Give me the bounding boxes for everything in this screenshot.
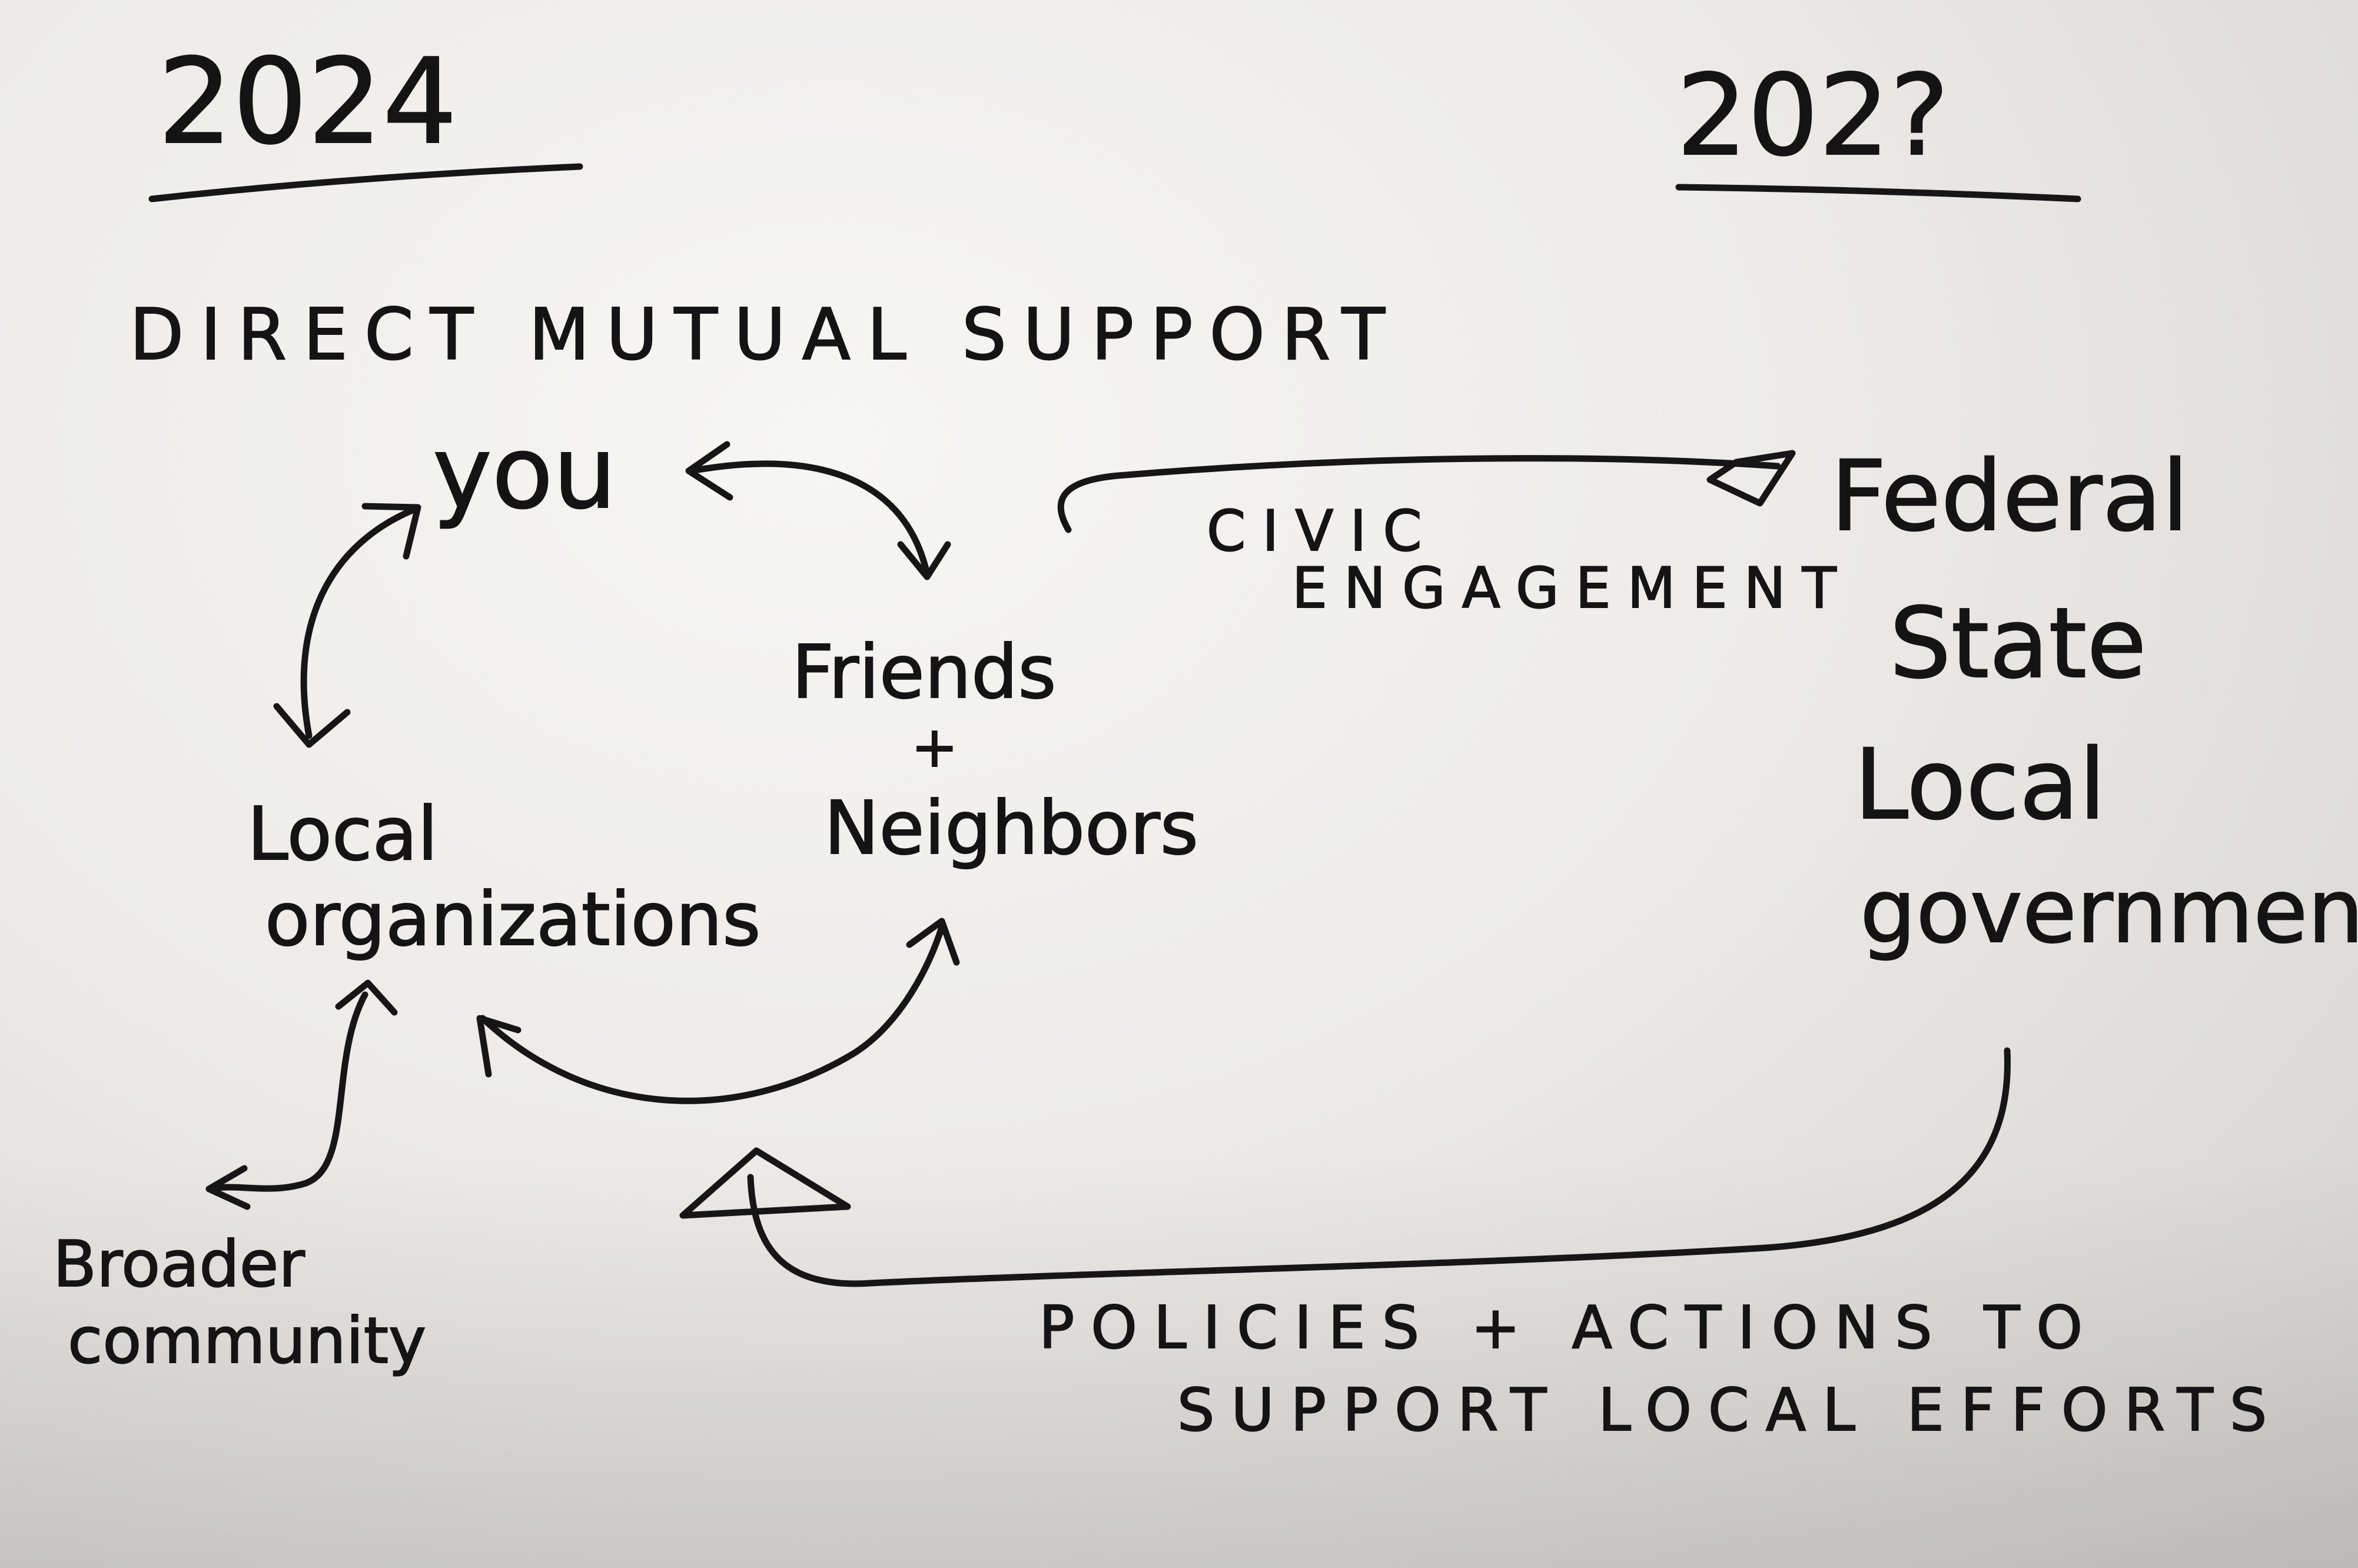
node-local-line1: Local <box>247 792 438 877</box>
arrow-orgs-broader <box>205 979 398 1210</box>
paper-shadow <box>0 1156 2358 1568</box>
node-neighbors: Neighbors <box>824 786 1198 871</box>
arrow-government-to-local <box>679 1047 2011 1287</box>
node-plus: + <box>911 715 958 780</box>
underline-2024 <box>148 163 583 202</box>
edge-label-policies: POLICIES + ACTIONS TO <box>1039 1293 2099 1362</box>
edge-label-support-local: SUPPORT LOCAL EFFORTS <box>1177 1376 2283 1444</box>
node-broader-line1: Broader <box>53 1228 305 1301</box>
node-community-line2: community <box>68 1304 426 1378</box>
node-you: you <box>433 415 616 531</box>
arrow-you-friends <box>685 441 951 580</box>
node-government: government <box>1860 861 2358 963</box>
arrow-you-local-orgs <box>273 503 421 748</box>
section-title: DIRECT MUTUAL SUPPORT <box>129 294 1401 376</box>
node-friends: Friends <box>792 630 1057 715</box>
edge-label-engagement: ENGAGEMENT <box>1292 556 1853 621</box>
arrow-orgs-neighbors <box>476 918 960 1104</box>
heading-202-question: 202? <box>1676 51 1949 181</box>
node-local-gov: Local <box>1854 728 2106 841</box>
arrow-civic-to-government <box>1057 450 1796 533</box>
underline-202-question <box>1675 184 2081 202</box>
edge-label-civic: CIVIC <box>1207 499 1439 564</box>
node-organizations-line2: organizations <box>265 877 760 962</box>
node-state: State <box>1889 587 2147 700</box>
node-federal: Federal <box>1831 440 2188 553</box>
heading-2024: 2024 <box>158 34 457 171</box>
